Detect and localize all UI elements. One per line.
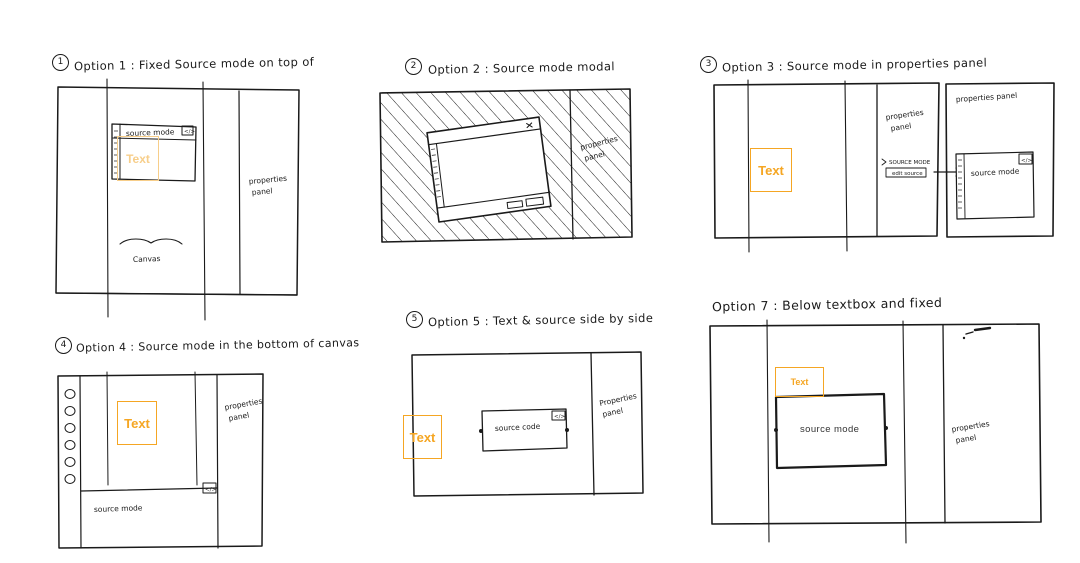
option-2-modal-button-1[interactable] [506, 200, 524, 210]
option-7-properties-panel-label: properties [951, 419, 990, 434]
option-1-code-icon[interactable] [181, 125, 194, 136]
option-1-panel: 1 Option 1 : Fixed Source mode on top of… [0, 0, 360, 321]
option-5-caption: Option 5 : Text & source side by side [427, 310, 654, 330]
option-4-wireframe: properties panel source mode </> [57, 371, 264, 549]
option-3-properties-panel-detail-label: properties panel [956, 91, 1018, 104]
option-2-modal[interactable] [426, 116, 552, 223]
option-4-panel: 4 Option 4 : Source mode in the bottom o… [0, 285, 360, 563]
option-5-resize-handle-left[interactable] [479, 429, 483, 433]
option-3-marker: 3 [700, 56, 717, 73]
svg-text:</>: </> [1021, 158, 1032, 164]
option-1-text-box[interactable]: Text [117, 136, 159, 181]
option-3-edit-source-button[interactable] [885, 167, 927, 178]
option-3-source-mode-section-label: SOURCE MODE [889, 160, 931, 166]
option-5-panel: 5 Option 5 : Text & source side by side … [360, 285, 690, 563]
option-1-properties-panel-label: properties [248, 174, 287, 186]
option-5-code-icon[interactable] [551, 410, 566, 421]
option-7-panel: Option 7 : Below textbox and fixed prope… [690, 285, 1080, 563]
svg-text:panel: panel [890, 121, 912, 133]
option-5-marker: 5 [406, 311, 423, 328]
option-3-panel: 3 Option 3 : Source mode in properties p… [690, 0, 1080, 285]
svg-text:panel: panel [251, 186, 273, 197]
svg-text:edit source: edit source [892, 171, 923, 177]
option-7-wireframe: properties panel [709, 319, 1042, 544]
svg-text:</>: </> [184, 129, 195, 135]
option-3-caption: Option 3 : Source mode in properties pan… [721, 55, 988, 75]
option-7-source-mode-label: source mode [800, 424, 860, 435]
option-3-wireframe: properties panel SOURCE MODE edit source… [713, 79, 1055, 253]
option-2-marker: 2 [405, 58, 422, 75]
svg-text:panel: panel [228, 410, 250, 422]
option-7-toolbar-icon[interactable] [962, 326, 992, 340]
option-2-panel: 2 Option 2 : Source mode modal propertie… [360, 0, 690, 285]
option-4-marker: 4 [55, 337, 72, 354]
option-3-properties-panel-label: properties [885, 108, 924, 122]
option-7-caption: Option 7 : Below textbox and fixed [711, 294, 943, 315]
option-5-source-code-label: source code [495, 422, 541, 433]
svg-text:</>: </> [205, 487, 216, 493]
option-4-properties-panel-label: properties [224, 396, 263, 412]
option-3-text-box[interactable]: Text [750, 148, 792, 192]
svg-text:</>: </> [554, 414, 565, 420]
option-1-canvas-bracket-label: Canvas [133, 254, 161, 264]
option-4-caption: Option 4 : Source mode in the bottom of … [75, 336, 360, 355]
option-2-wireframe: properties panel [379, 88, 633, 243]
svg-text:panel: panel [602, 406, 624, 419]
option-5-properties-panel-label: Properties [599, 391, 638, 408]
option-2-close-icon[interactable] [526, 122, 533, 129]
option-1-marker: 1 [52, 54, 69, 71]
option-5-wireframe: Properties panel source code </> [411, 351, 644, 497]
option-4-code-icon[interactable] [202, 482, 217, 494]
option-1-source-mode-label: source mode [126, 127, 175, 138]
option-3-source-mode-editor-label: source mode [971, 166, 1020, 178]
option-4-tool-icons[interactable] [64, 389, 76, 484]
option-4-source-mode-label: source mode [94, 503, 143, 514]
option-2-modal-button-2[interactable] [525, 196, 545, 207]
option-5-resize-handle-right[interactable] [565, 428, 569, 432]
option-2-caption: Option 2 : Source mode modal [427, 59, 616, 77]
option-7-handle-right[interactable] [884, 426, 888, 430]
option-7-text-box[interactable]: Text [775, 367, 824, 397]
option-7-handle-left[interactable] [774, 428, 778, 432]
svg-text:panel: panel [955, 433, 977, 445]
option-1-wireframe: properties panel source mode </> Canvas [55, 78, 300, 321]
option-3-code-icon[interactable] [1018, 153, 1033, 165]
option-4-text-box[interactable]: Text [117, 401, 157, 445]
option-5-text-box[interactable]: Text [403, 415, 442, 459]
